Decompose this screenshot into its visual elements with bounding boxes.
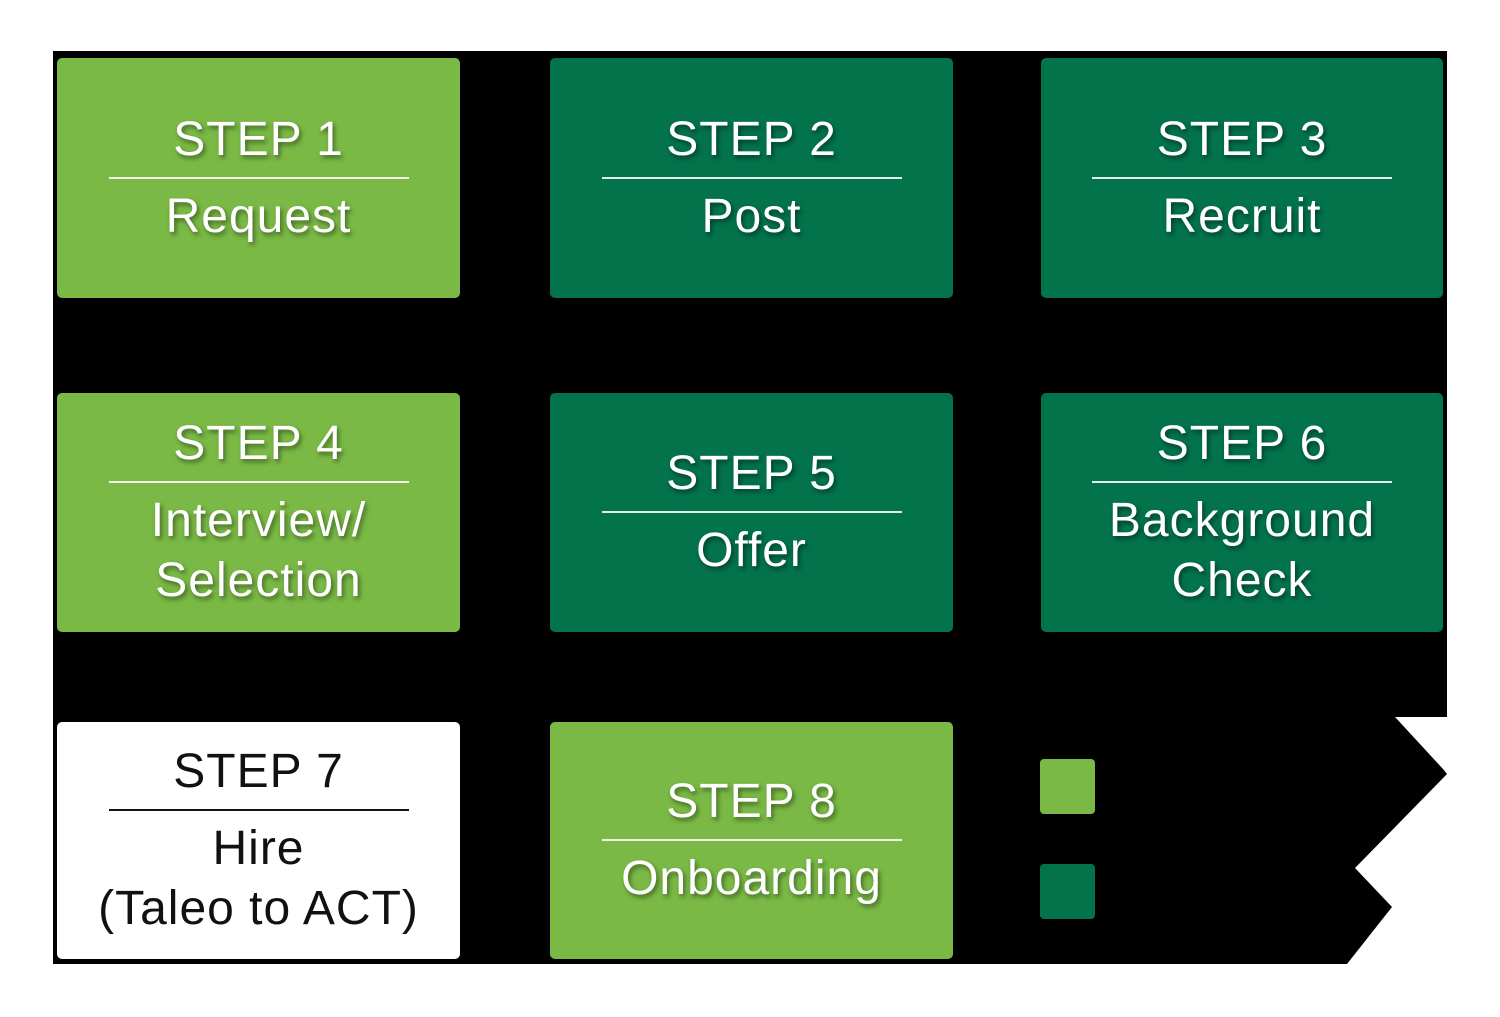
step-8-underline	[601, 839, 902, 841]
step-4-label-line-2: Selection	[155, 554, 362, 607]
step-7-underline	[108, 809, 409, 811]
step-1-title: STEP 1	[173, 112, 344, 166]
step-6-title: STEP 6	[1156, 417, 1328, 470]
step-4-title: STEP 4	[173, 417, 344, 470]
step-4-underline	[108, 481, 409, 483]
step-6-underline	[1092, 481, 1392, 483]
step-6-box: STEP 6 Background Check	[1041, 393, 1443, 632]
step-3-underline	[1092, 176, 1392, 179]
step-7-title: STEP 7	[173, 745, 344, 798]
step-6-label-line-1: Background	[1108, 494, 1376, 547]
step-8-label: Onboarding	[621, 852, 882, 905]
step-4-label-line-1: Interview/	[150, 494, 367, 547]
step-6-label-line-2: Check	[1171, 554, 1313, 607]
step-5-underline	[601, 511, 902, 513]
step-3-title: STEP 3	[1156, 112, 1328, 166]
step-8-box: STEP 8 Onboarding	[550, 722, 953, 959]
step-2-box: STEP 2 Post	[550, 58, 953, 298]
step-5-box: STEP 5 Offer	[550, 393, 953, 632]
step-4-box: STEP 4 Interview/ Selection	[57, 393, 460, 632]
step-3-label: Recruit	[1162, 189, 1322, 243]
step-7-label-line-1: Hire	[212, 822, 305, 875]
step-2-underline	[601, 176, 902, 179]
legend-light-green-swatch	[1040, 759, 1095, 814]
step-7-label-line-2: (Taleo to ACT)	[98, 882, 419, 935]
step-2-title: STEP 2	[666, 112, 837, 166]
step-5-title: STEP 5	[666, 447, 837, 500]
step-7-box: STEP 7 Hire (Taleo to ACT)	[57, 722, 460, 959]
step-5-label: Offer	[696, 524, 807, 577]
step-3-box: STEP 3 Recruit	[1041, 58, 1443, 298]
step-1-label: Request	[165, 189, 352, 243]
legend-dark-green-swatch	[1040, 864, 1095, 919]
step-2-label: Post	[701, 189, 802, 243]
step-8-title: STEP 8	[666, 775, 837, 828]
step-1-underline	[108, 176, 409, 179]
step-1-box: STEP 1 Request	[57, 58, 460, 298]
